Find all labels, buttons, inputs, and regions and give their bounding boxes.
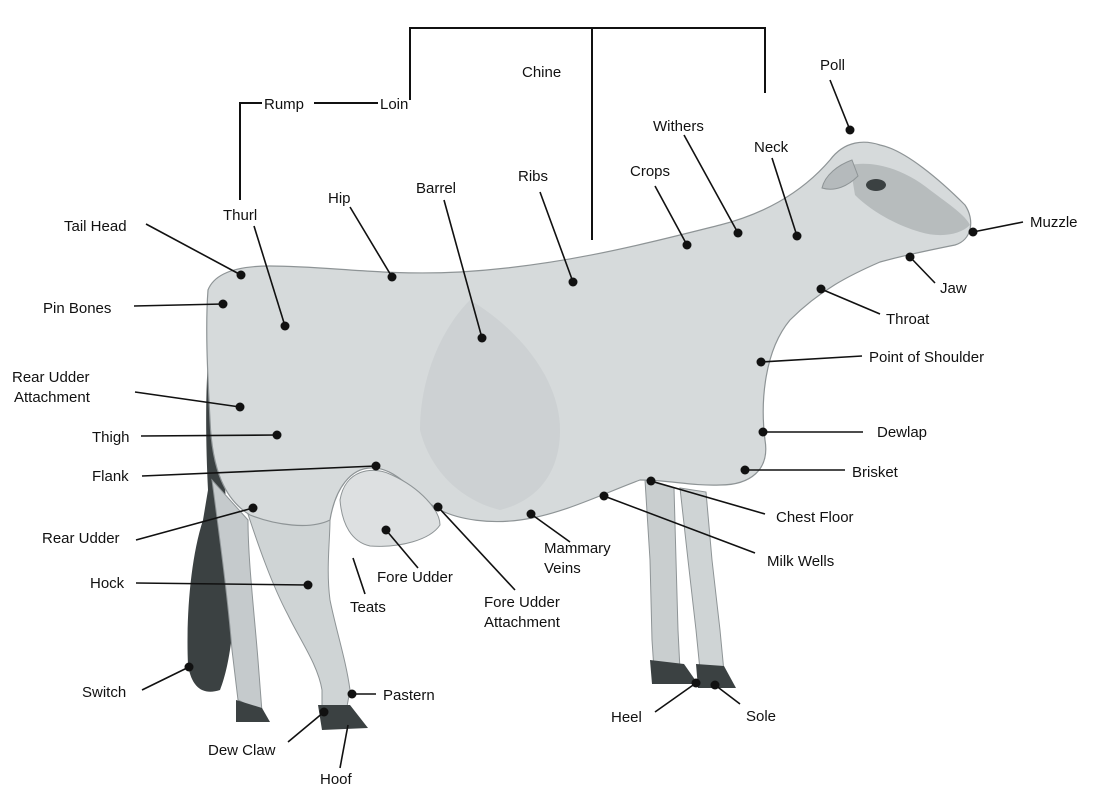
label-hock: Hock xyxy=(90,575,125,592)
chest-floor-point xyxy=(647,477,656,486)
label-switch: Switch xyxy=(82,684,126,701)
sole-point xyxy=(711,681,720,690)
pin-bones-point xyxy=(219,300,228,309)
label-dew-claw: Dew Claw xyxy=(208,742,276,759)
label-mammary-veins-line2: Veins xyxy=(544,560,581,577)
switch-point xyxy=(185,663,194,672)
label-rear-udder-attachment-line2: Attachment xyxy=(14,389,91,406)
label-heel: Heel xyxy=(611,709,642,726)
label-teats: Teats xyxy=(350,599,386,616)
label-thurl: Thurl xyxy=(223,207,257,224)
label-pin-bones: Pin Bones xyxy=(43,300,111,317)
label-hip: Hip xyxy=(328,190,351,207)
label-point-of-shoulder: Point of Shoulder xyxy=(869,349,984,366)
hock-point xyxy=(304,581,313,590)
label-dewlap: Dewlap xyxy=(877,424,927,441)
neck-point xyxy=(793,232,802,241)
front-leg-right-shape xyxy=(680,488,724,672)
label-jaw: Jaw xyxy=(940,280,967,297)
rear-leg-shape xyxy=(245,505,350,712)
barrel-point xyxy=(478,334,487,343)
heel-point xyxy=(692,679,701,688)
label-withers: Withers xyxy=(653,118,704,135)
label-fore-udder-attachment-line1: Fore Udder xyxy=(484,594,560,611)
front-leg-left-shape xyxy=(645,480,680,670)
flank-point xyxy=(372,462,381,471)
chine-bracket xyxy=(410,28,765,100)
point-of-shoulder-point xyxy=(757,358,766,367)
pastern-point xyxy=(348,690,357,699)
thurl-point xyxy=(281,322,290,331)
dew-claw-point xyxy=(320,708,329,717)
label-mammary-veins-line1: Mammary xyxy=(544,540,611,557)
ribs-point xyxy=(569,278,578,287)
rump-bracket xyxy=(240,103,262,200)
label-fore-udder: Fore Udder xyxy=(377,569,453,586)
tail-head-point xyxy=(237,271,246,280)
label-throat: Throat xyxy=(886,311,930,328)
label-poll: Poll xyxy=(820,57,845,74)
poll-point xyxy=(846,126,855,135)
label-neck: Neck xyxy=(754,139,789,156)
label-brisket: Brisket xyxy=(852,464,899,481)
label-chine: Chine xyxy=(522,64,561,81)
label-pastern: Pastern xyxy=(383,687,435,704)
label-ribs: Ribs xyxy=(518,168,548,185)
dewlap-point xyxy=(759,428,768,437)
front-hoof-left-shape xyxy=(650,660,698,684)
jaw-point xyxy=(906,253,915,262)
milk-wells-point xyxy=(600,492,609,501)
rear-udder-attachment-point xyxy=(236,403,245,412)
thigh-point xyxy=(273,431,282,440)
label-fore-udder-attachment-line2: Attachment xyxy=(484,614,561,631)
eye-shape xyxy=(866,179,886,191)
crops-point xyxy=(683,241,692,250)
muzzle-point xyxy=(969,228,978,237)
label-flank: Flank xyxy=(92,468,129,485)
brisket-point xyxy=(741,466,750,475)
fore-udder-attachment-point xyxy=(434,503,443,512)
fore-udder-point xyxy=(382,526,391,535)
rear-udder-point xyxy=(249,504,258,513)
label-muzzle: Muzzle xyxy=(1030,214,1078,231)
label-milk-wells: Milk Wells xyxy=(767,553,834,570)
withers-point xyxy=(734,229,743,238)
cow-illustration xyxy=(188,142,971,730)
label-tail-head: Tail Head xyxy=(64,218,127,235)
label-loin: Loin xyxy=(380,96,408,113)
label-rear-udder: Rear Udder xyxy=(42,530,120,547)
label-sole: Sole xyxy=(746,708,776,725)
hip-point xyxy=(388,273,397,282)
label-thigh: Thigh xyxy=(92,429,130,446)
label-chest-floor: Chest Floor xyxy=(776,509,854,526)
throat-point xyxy=(817,285,826,294)
label-hoof: Hoof xyxy=(320,771,353,787)
label-crops: Crops xyxy=(630,163,670,180)
label-rump: Rump xyxy=(264,96,304,113)
label-barrel: Barrel xyxy=(416,180,456,197)
mammary-veins-point xyxy=(527,510,536,519)
label-rear-udder-attachment-line1: Rear Udder xyxy=(12,369,90,386)
